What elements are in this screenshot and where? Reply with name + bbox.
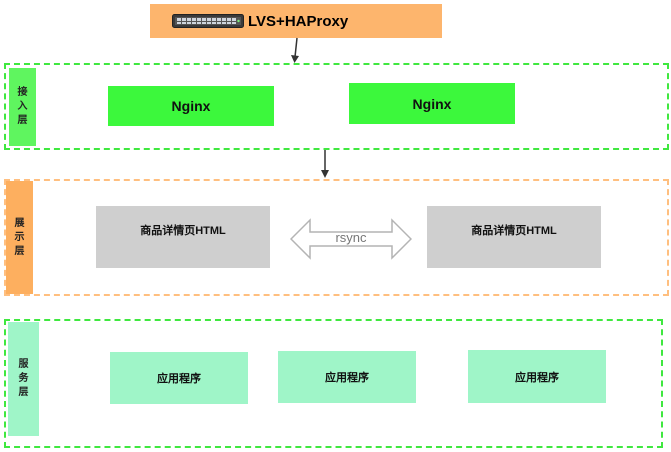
arrow-access-to-display xyxy=(321,148,329,178)
access-layer-container xyxy=(4,63,669,150)
product-detail-html-label: 商品详情页HTML xyxy=(471,225,557,237)
service-tab-char: 服 xyxy=(18,359,29,370)
product-detail-html-node: 商品详情页HTML xyxy=(96,206,270,268)
arrow-lb-to-access xyxy=(291,37,299,63)
display-tab-char: 层 xyxy=(14,245,25,257)
nginx-node: Nginx xyxy=(349,83,515,124)
access-layer-tab: 接 入 层 xyxy=(9,68,36,146)
nginx-node: Nginx xyxy=(108,86,274,126)
display-tab-char: 展 xyxy=(14,217,25,229)
service-layer-tab: 服 务 层 xyxy=(8,322,39,436)
load-balancer-box: LVS+HAProxy xyxy=(150,4,442,38)
network-switch-icon xyxy=(172,14,244,28)
display-tab-char: 示 xyxy=(14,231,25,243)
service-tab-char: 务 xyxy=(18,373,29,384)
display-layer-container xyxy=(4,179,669,296)
product-detail-html-label: 商品详情页HTML xyxy=(140,225,226,237)
rsync-double-arrow-icon xyxy=(290,218,412,260)
rsync-label: rsync xyxy=(335,230,367,245)
application-node: 应用程序 xyxy=(110,352,248,404)
display-layer-tab: 展 示 层 xyxy=(6,181,33,294)
load-balancer-label: LVS+HAProxy xyxy=(248,12,349,30)
application-node: 应用程序 xyxy=(468,350,606,403)
application-node: 应用程序 xyxy=(278,351,416,403)
product-detail-html-node: 商品详情页HTML xyxy=(427,206,601,268)
access-tab-char: 入 xyxy=(17,101,28,112)
service-tab-char: 层 xyxy=(18,387,29,398)
access-tab-char: 接 xyxy=(17,87,28,98)
service-layer-container xyxy=(4,319,663,448)
access-tab-char: 层 xyxy=(17,115,28,126)
